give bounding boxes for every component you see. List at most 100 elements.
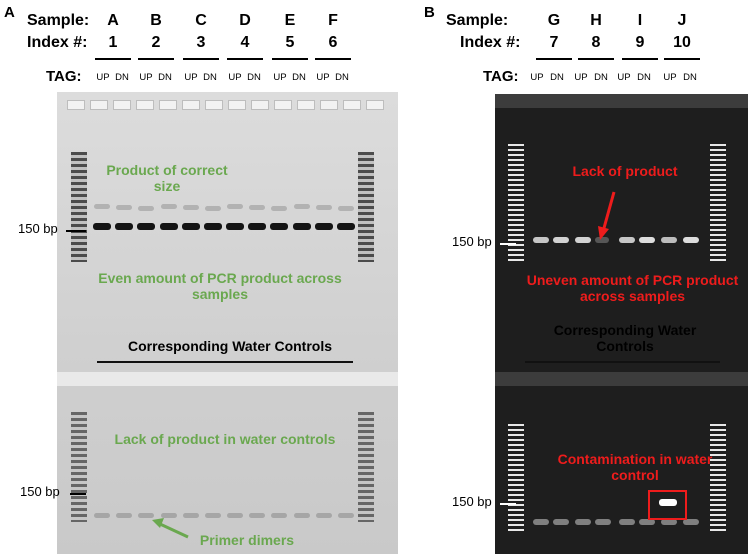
bp-marker-top-b: 150 bp — [452, 234, 492, 249]
index-4: 4 — [240, 34, 250, 51]
tag-up: UP — [530, 72, 544, 83]
tag-dn: DN — [637, 72, 651, 83]
ladder-right-top-b — [710, 144, 726, 264]
note-primer-dimers: Primer dimers — [199, 532, 295, 548]
wells-bottom-a — [57, 372, 398, 386]
gel-band — [619, 237, 635, 243]
primer-dimer-band — [316, 513, 332, 518]
gel-band — [553, 237, 569, 243]
water-controls-label-a: Corresponding Water Controls — [127, 338, 333, 354]
bar-6 — [315, 58, 351, 60]
bar-5 — [272, 58, 308, 60]
tag-up: UP — [316, 72, 330, 83]
index-9: 9 — [635, 34, 645, 51]
tag-dn: DN — [683, 72, 697, 83]
gel-band — [337, 223, 355, 230]
gel-band — [182, 223, 200, 230]
sample-f: F — [328, 12, 338, 29]
bp-marker-bottom-a: 150 bp — [20, 484, 60, 499]
primer-dimer-band — [575, 519, 591, 525]
bar-3 — [183, 58, 219, 60]
gel-well — [182, 100, 200, 110]
panel-a-tag-label: TAG: — [46, 68, 82, 85]
sample-d: D — [239, 12, 251, 29]
index-8: 8 — [591, 34, 601, 51]
note-correct-size: Product of correct size — [106, 162, 228, 194]
sample-h: H — [590, 12, 602, 29]
gel-band-faint — [138, 206, 154, 211]
primer-dimer-band — [94, 513, 110, 518]
gel-band — [137, 223, 155, 230]
ladder-right-top — [358, 152, 374, 262]
bar-2 — [138, 58, 174, 60]
bar-8 — [578, 58, 614, 60]
index-7: 7 — [549, 34, 559, 51]
gel-well — [343, 100, 361, 110]
index-6: 6 — [328, 34, 338, 51]
gel-well — [205, 100, 223, 110]
gel-band-faint — [338, 206, 354, 211]
primer-dimer-band — [138, 513, 154, 518]
panel-b-letter: B — [424, 4, 435, 21]
panel-a-index-label: Index #: — [27, 34, 88, 51]
primer-dimer-band — [639, 519, 655, 525]
tag-dn: DN — [335, 72, 349, 83]
sample-i: I — [637, 12, 643, 29]
gel-well — [136, 100, 154, 110]
bp-marker-top-a: 150 bp — [18, 221, 58, 236]
gel-band — [204, 223, 222, 230]
note-lack-of-product: Lack of product — [572, 163, 678, 179]
tag-dn: DN — [203, 72, 217, 83]
primer-dimer-band — [619, 519, 635, 525]
tag-dn: DN — [247, 72, 261, 83]
gel-image-b — [495, 94, 748, 554]
gel-well — [366, 100, 384, 110]
separator-line-a — [97, 361, 353, 363]
ladder-right-bottom-b — [710, 424, 726, 534]
bar-4 — [227, 58, 263, 60]
gel-well — [274, 100, 292, 110]
note-contamination: Contamination in water control — [557, 451, 713, 483]
ladder-left-top — [71, 152, 87, 262]
panel-a-sample-label: Sample: — [27, 12, 90, 29]
gel-well — [228, 100, 246, 110]
tag-up: UP — [663, 72, 677, 83]
sample-j: J — [677, 12, 687, 29]
primer-dimer-band — [533, 519, 549, 525]
note-uneven-amount: Uneven amount of PCR product across samp… — [526, 272, 739, 304]
gel-band — [683, 237, 699, 243]
gel-band-faint — [161, 204, 177, 209]
gel-band — [661, 237, 677, 243]
tag-up: UP — [184, 72, 198, 83]
ladder-left-bottom — [71, 412, 87, 522]
gel-band-faint — [249, 205, 265, 210]
gel-well — [67, 100, 85, 110]
primer-dimer-band — [183, 513, 199, 518]
gel-band-faint — [294, 204, 310, 209]
gel-image-a — [57, 92, 398, 554]
gel-well — [320, 100, 338, 110]
tag-up: UP — [273, 72, 287, 83]
gel-band — [575, 237, 591, 243]
primer-dimer-band — [683, 519, 699, 525]
note-even-amount: Even amount of PCR product across sample… — [98, 270, 342, 302]
gel-band — [270, 223, 288, 230]
sample-g: G — [547, 12, 561, 29]
panel-a-letter: A — [4, 4, 15, 21]
primer-dimer-band — [205, 513, 221, 518]
tag-up: UP — [574, 72, 588, 83]
gel-band — [293, 223, 311, 230]
primer-dimer-band — [661, 519, 677, 525]
gel-band — [315, 223, 333, 230]
tag-dn: DN — [115, 72, 129, 83]
gel-band — [160, 223, 178, 230]
gel-band-faint — [116, 205, 132, 210]
gel-band — [226, 223, 244, 230]
wells-bottom-b — [495, 372, 748, 386]
panel-b-tag-label: TAG: — [483, 68, 519, 85]
gel-band-faint — [183, 205, 199, 210]
bp-tick — [70, 493, 86, 495]
gel-band-faint — [205, 206, 221, 211]
